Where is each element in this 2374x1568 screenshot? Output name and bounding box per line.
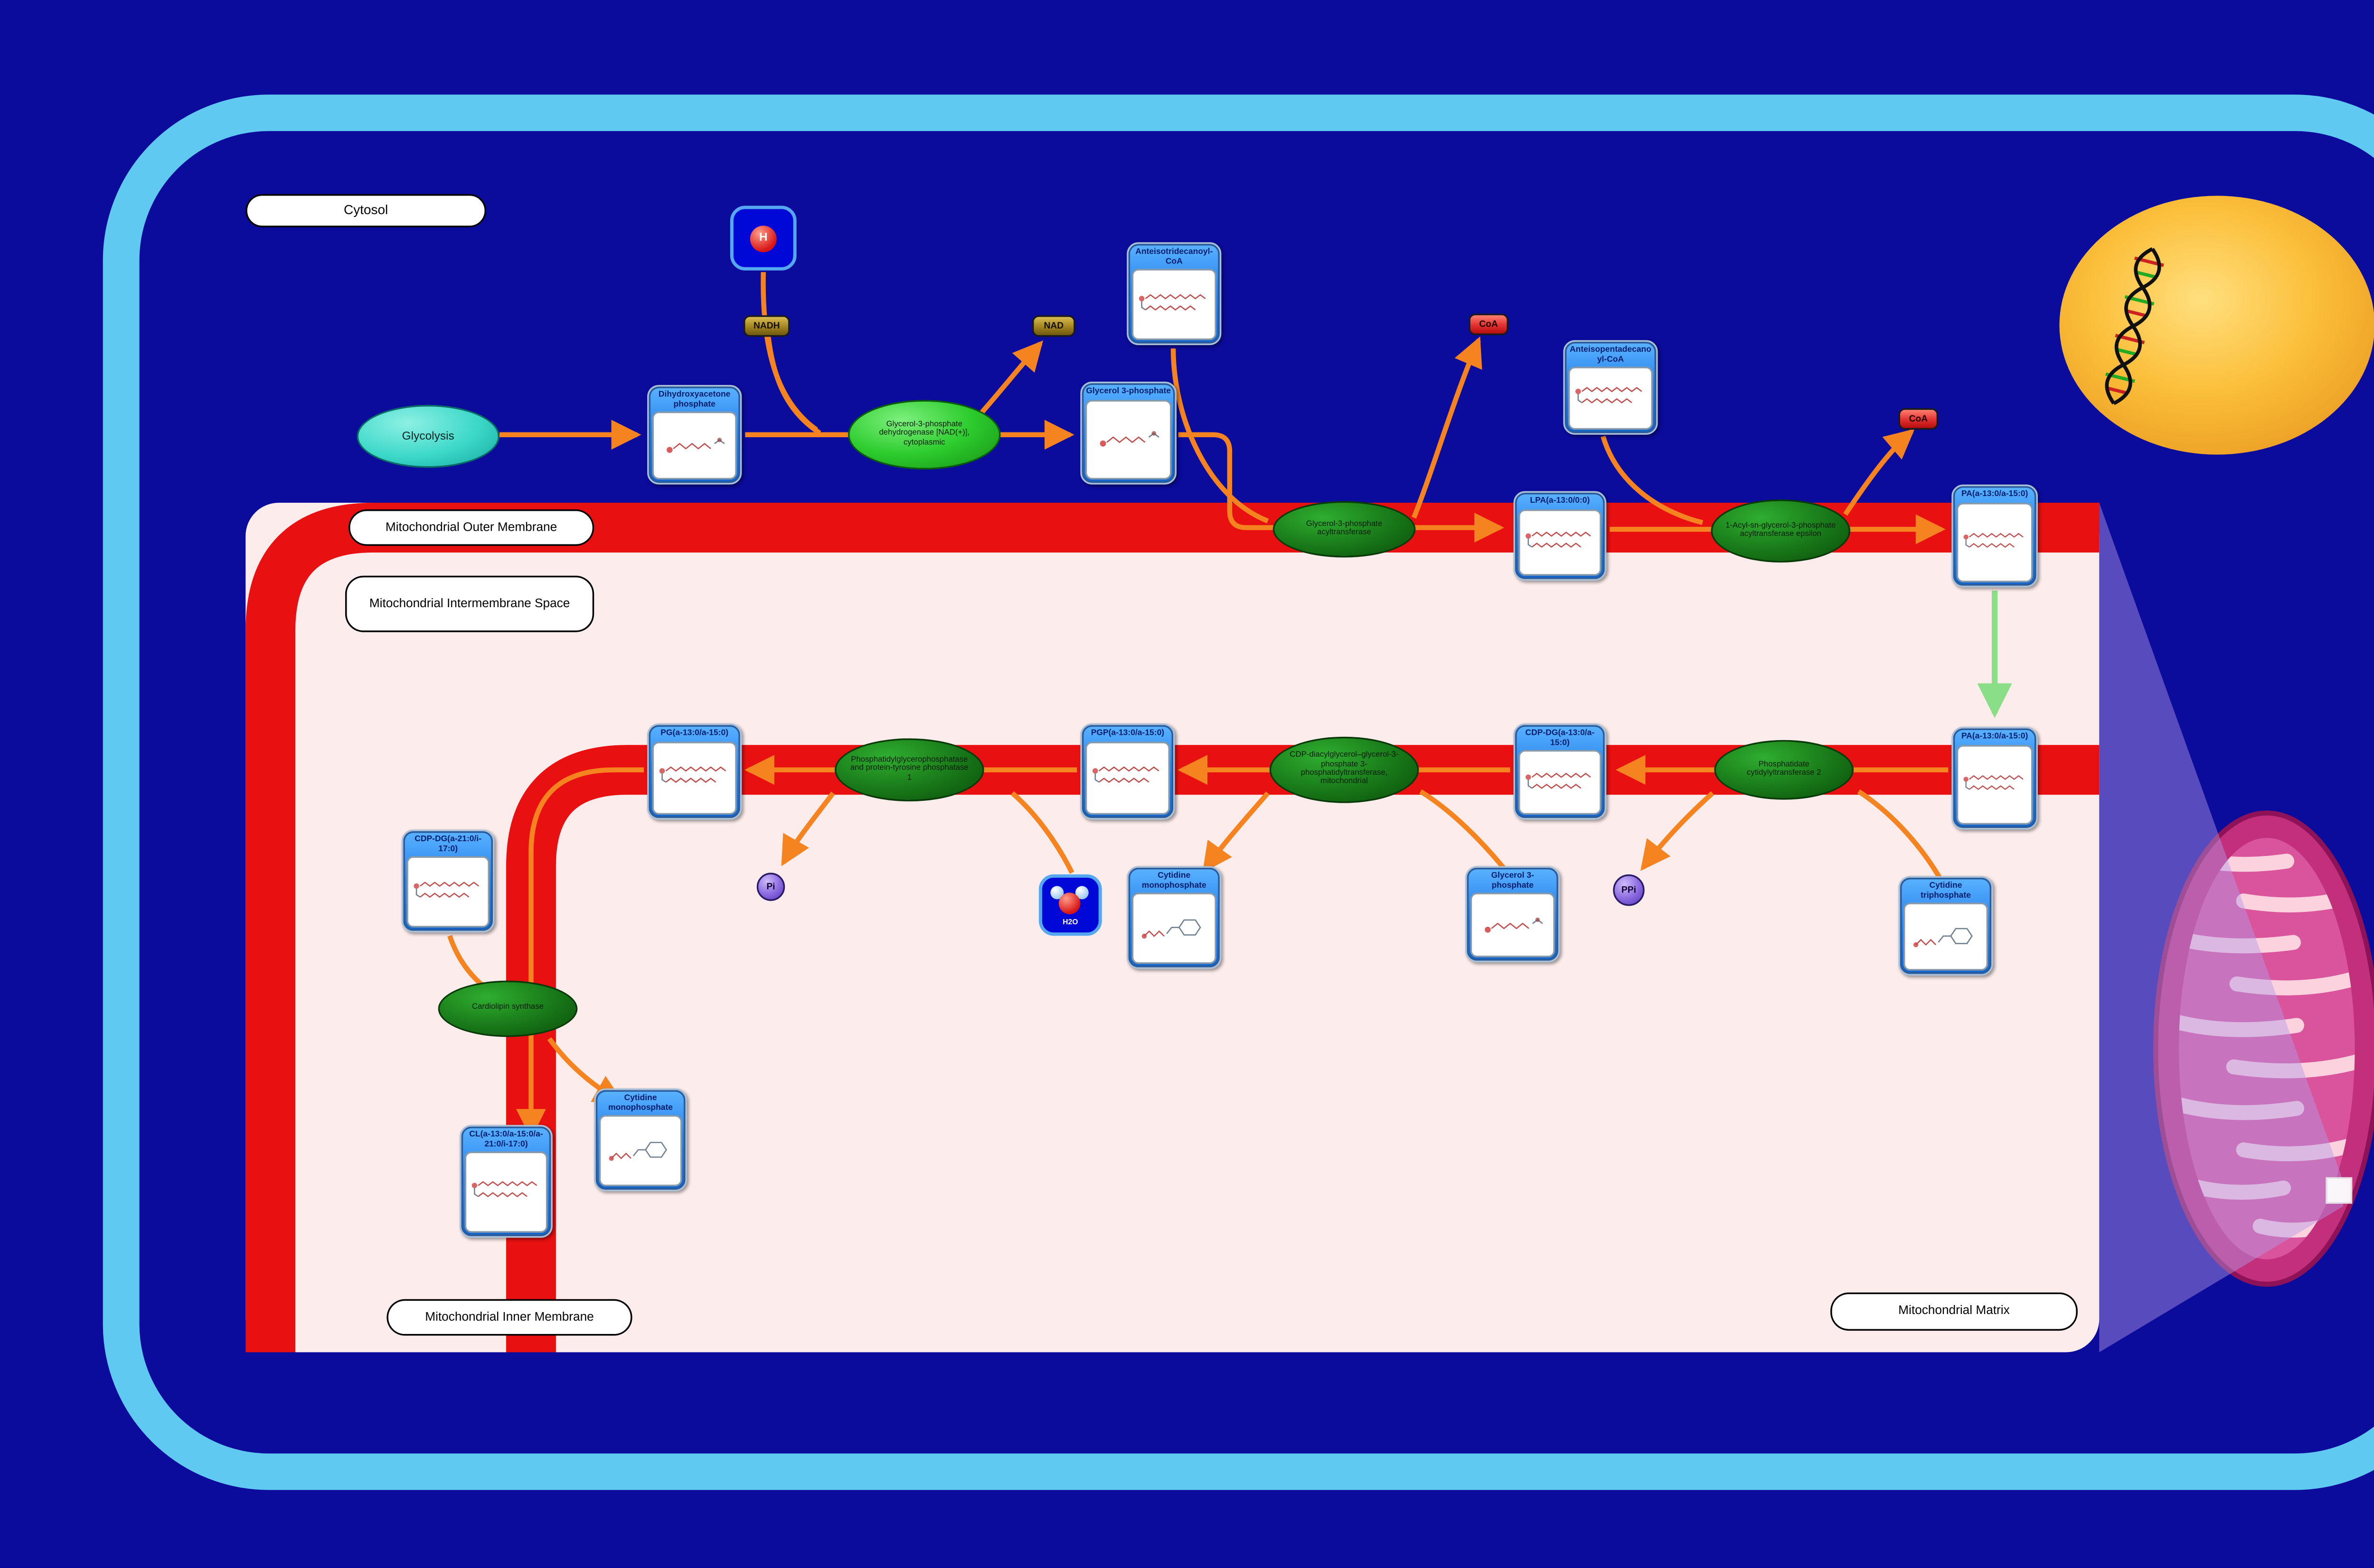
enzyme-pgs1[interactable]: CDP-diacylglycerol–glycerol-3-phosphate … bbox=[1269, 736, 1419, 803]
zoom-region-indicator bbox=[2326, 1177, 2353, 1204]
coa-node-1[interactable]: CoA bbox=[1469, 313, 1509, 336]
h-ion-icon: H bbox=[750, 225, 777, 252]
pi-node[interactable]: Pi bbox=[756, 873, 785, 901]
metabolite-g3p-cytosol[interactable]: Glycerol 3-phosphate bbox=[1080, 381, 1177, 485]
nucleus-illustration bbox=[2059, 196, 2374, 455]
metabolite-label: PGP(a-13:0/a-15:0) bbox=[1091, 728, 1165, 739]
mitochondrion-illustration bbox=[2153, 810, 2374, 1287]
enzyme-label: Phosphatidylglycerophosphatase and prote… bbox=[850, 756, 969, 783]
label-matrix: Mitochondrial Matrix bbox=[1830, 1292, 2078, 1331]
label-intermembrane-space: Mitochondrial Intermembrane Space bbox=[345, 575, 594, 632]
enzyme-label: Glycerol-3-phosphate dehydrogenase [NAD(… bbox=[879, 421, 970, 448]
enzyme-ptpmt1[interactable]: Phosphatidylglycerophosphatase and prote… bbox=[835, 738, 984, 802]
enzyme-agpat-epsilon[interactable]: 1-Acyl-sn-glycerol-3-phosphate acyltrans… bbox=[1711, 499, 1851, 563]
metabolite-anteisopentadecanoyl-coa[interactable]: Anteisopentadecanoyl-CoA bbox=[1563, 340, 1658, 435]
metabolite-anteisotridecanoyl-coa[interactable]: Anteisotridecanoyl-CoA bbox=[1127, 242, 1222, 345]
enzyme-cardiolipin-synthase[interactable]: Cardiolipin synthase bbox=[438, 980, 578, 1037]
metabolite-cmp-matrix[interactable]: Cytidine monophosphate bbox=[1127, 866, 1222, 969]
chemical-structure-icon bbox=[1131, 893, 1216, 964]
metabolite-label: PA(a-13:0/a-15:0) bbox=[1961, 732, 2028, 742]
metabolite-pa-outer[interactable]: PA(a-13:0/a-15:0) bbox=[1951, 484, 2038, 588]
metabolite-label: Cytidine monophosphate bbox=[608, 1093, 673, 1113]
coa-node-2[interactable]: CoA bbox=[1898, 408, 1939, 430]
chemical-structure-icon bbox=[1470, 893, 1555, 958]
metabolite-label: Dihydroxyacetone phosphate bbox=[658, 390, 731, 409]
metabolite-label: LPA(a-13:0/0:0) bbox=[1530, 496, 1590, 507]
metabolite-label: CDP-DG(a-21:0/i-17:0) bbox=[415, 835, 482, 854]
metabolite-label: Glycerol 3-phosphate bbox=[1491, 871, 1534, 891]
label-inner-membrane: Mitochondrial Inner Membrane bbox=[386, 1299, 632, 1336]
process-glycolysis[interactable]: Glycolysis bbox=[357, 404, 500, 468]
chemical-structure-icon bbox=[652, 741, 737, 815]
metabolite-ctp[interactable]: Cytidine triphosphate bbox=[1898, 876, 1993, 976]
metabolite-cardiolipin[interactable]: CL(a-13:0/a-15:0/a-21:0/i-17:0) bbox=[460, 1125, 553, 1238]
metabolite-pa-inner[interactable]: PA(a-13:0/a-15:0) bbox=[1951, 726, 2038, 830]
metabolite-pgp[interactable]: PGP(a-13:0/a-15:0) bbox=[1080, 723, 1175, 820]
chemical-structure-icon bbox=[1518, 750, 1602, 815]
water-label: H2O bbox=[1063, 917, 1078, 925]
metabolite-dhap[interactable]: Dihydroxyacetone phosphate bbox=[647, 385, 742, 485]
zoom-projection-wedge bbox=[2099, 503, 2344, 1352]
water-icon-box[interactable]: H2O bbox=[1038, 874, 1102, 936]
proton-icon-box[interactable]: H bbox=[730, 206, 797, 271]
enzyme-cds2[interactable]: Phosphatidate cytidylyltransferase 2 bbox=[1714, 740, 1854, 800]
metabolite-label: Glycerol 3-phosphate bbox=[1086, 386, 1171, 397]
ppi-node[interactable]: PPi bbox=[1613, 874, 1645, 906]
chemical-structure-icon bbox=[1131, 269, 1216, 340]
nad-node[interactable]: NAD bbox=[1032, 315, 1075, 337]
metabolite-label: Cytidine triphosphate bbox=[1921, 881, 1971, 901]
chemical-structure-icon bbox=[1956, 744, 2033, 825]
chemical-structure-icon bbox=[1903, 902, 1988, 971]
enzyme-gpd1[interactable]: Glycerol-3-phosphate dehydrogenase [NAD(… bbox=[848, 400, 1001, 470]
dna-icon bbox=[2105, 247, 2164, 405]
metabolite-label: PG(a-13:0/a-15:0) bbox=[660, 728, 729, 739]
enzyme-label: CDP-diacylglycerol–glycerol-3-phosphate … bbox=[1290, 752, 1399, 787]
chemical-structure-icon bbox=[464, 1152, 548, 1233]
metabolite-cmp-cls[interactable]: Cytidine monophosphate bbox=[594, 1088, 687, 1192]
nadh-node[interactable]: NADH bbox=[743, 315, 790, 337]
label-cytosol: Cytosol bbox=[245, 194, 487, 227]
metabolite-label: Cytidine monophosphate bbox=[1141, 871, 1206, 891]
cell-membrane-border bbox=[103, 94, 2374, 1490]
metabolite-g3p-matrix[interactable]: Glycerol 3-phosphate bbox=[1465, 866, 1560, 963]
chemical-structure-icon bbox=[599, 1115, 682, 1186]
enzyme-label: Phosphatidate cytidylyltransferase 2 bbox=[1746, 761, 1821, 779]
metabolite-label: CL(a-13:0/a-15:0/a-21:0/i-17:0) bbox=[469, 1130, 543, 1149]
enzyme-label: Glycerol-3-phosphate acyltransferase bbox=[1306, 520, 1383, 538]
chemical-structure-icon bbox=[1568, 367, 1653, 430]
chemical-structure-icon bbox=[406, 856, 490, 928]
label-outer-membrane: Mitochondrial Outer Membrane bbox=[348, 509, 594, 546]
metabolite-label: Anteisotridecanoyl-CoA bbox=[1135, 247, 1213, 267]
chemical-structure-icon bbox=[1518, 508, 1602, 576]
metabolite-label: CDP-DG(a-13:0/a-15:0) bbox=[1525, 728, 1595, 748]
metabolite-cdp-dg-21-17[interactable]: CDP-DG(a-21:0/i-17:0) bbox=[401, 829, 495, 933]
metabolite-label: PA(a-13:0/a-15:0) bbox=[1961, 489, 2028, 500]
chemical-structure-icon bbox=[1956, 502, 2033, 582]
chemical-structure-icon bbox=[1085, 399, 1172, 480]
metabolite-lpa[interactable]: LPA(a-13:0/0:0) bbox=[1513, 491, 1607, 581]
enzyme-gpat[interactable]: Glycerol-3-phosphate acyltransferase bbox=[1272, 501, 1416, 558]
chemical-structure-icon bbox=[652, 412, 737, 480]
enzyme-label: 1-Acyl-sn-glycerol-3-phosphate acyltrans… bbox=[1725, 522, 1836, 539]
metabolite-pg[interactable]: PG(a-13:0/a-15:0) bbox=[647, 723, 742, 820]
process-label: Glycolysis bbox=[402, 430, 454, 442]
water-molecule-icon bbox=[1050, 885, 1090, 915]
chemical-structure-icon bbox=[1085, 741, 1170, 815]
metabolite-cdp-dg-13-15[interactable]: CDP-DG(a-13:0/a-15:0) bbox=[1513, 723, 1607, 820]
metabolite-label: Anteisopentadecanoyl-CoA bbox=[1570, 345, 1651, 365]
enzyme-label: Cardiolipin synthase bbox=[471, 1004, 544, 1013]
